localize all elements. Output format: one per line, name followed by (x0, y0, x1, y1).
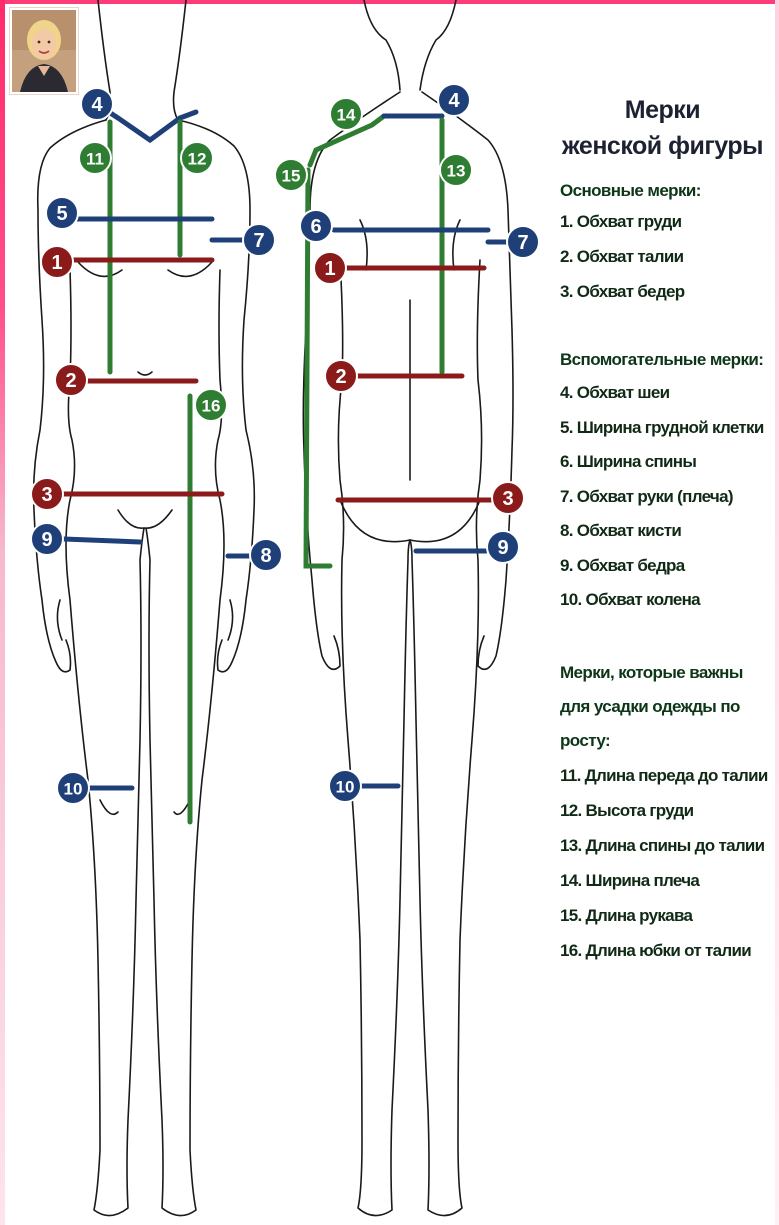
svg-text:10: 10 (64, 780, 83, 799)
legend-item: 13. Длина спины до талии (560, 828, 775, 863)
legend-group-auxiliary: Вспомогательные мерки: 4. Обхват шеи 5. … (560, 344, 775, 618)
front-marker-10: 10 (57, 772, 89, 804)
svg-text:11: 11 (86, 150, 104, 169)
svg-text:7: 7 (253, 230, 264, 252)
front-measure-lines (64, 105, 254, 822)
svg-text:13: 13 (447, 162, 466, 181)
svg-text:15: 15 (282, 167, 301, 186)
legend-item: 4. Обхват шеи (560, 376, 775, 411)
legend-item: 11. Длина переда до талии (560, 758, 775, 793)
back-marker-6: 6 (300, 210, 332, 242)
svg-text:7: 7 (517, 232, 528, 254)
back-figure-outline (303, 0, 513, 1216)
measurements-legend: Мерки женской фигуры Основные мерки: 1. … (560, 92, 775, 968)
legend-item: 16. Длина юбки от талии (560, 933, 775, 968)
svg-text:3: 3 (41, 484, 52, 506)
legend-heading-auxiliary: Вспомогательные мерки: (560, 344, 775, 376)
svg-text:1: 1 (51, 252, 62, 274)
front-marker-12: 12 (181, 142, 213, 174)
legend-title-line-1: Мерки (550, 92, 775, 128)
right-accent-bar (775, 0, 779, 1225)
legend-heading-height: Мерки, которые важны для усадки одежды п… (560, 656, 775, 758)
legend-item: 9. Обхват бедра (560, 549, 775, 584)
legend-group-main: Основные мерки: 1. Обхват груди 2. Обхва… (560, 178, 775, 309)
legend-item: 10. Обхват колена (560, 583, 775, 618)
back-measure-lines (306, 116, 510, 786)
front-figure-outline (34, 0, 255, 1216)
svg-text:2: 2 (335, 366, 346, 388)
svg-text:1: 1 (324, 258, 335, 280)
legend-item: 2. Обхват талии (560, 239, 775, 274)
svg-text:8: 8 (260, 545, 271, 567)
back-marker-3: 3 (492, 482, 524, 514)
front-marker-7: 7 (243, 224, 275, 256)
svg-text:16: 16 (202, 397, 221, 416)
back-markers: 14 4 15 13 6 7 1 2 3 9 10 (275, 84, 539, 802)
legend-title: Мерки женской фигуры (550, 92, 775, 164)
svg-text:10: 10 (336, 778, 355, 797)
front-marker-3: 3 (31, 478, 63, 510)
legend-group-height: Мерки, которые важны для усадки одежды п… (560, 656, 775, 968)
front-marker-9: 9 (31, 523, 63, 555)
back-marker-9: 9 (487, 531, 519, 563)
svg-text:2: 2 (65, 370, 76, 392)
legend-item: 7. Обхват руки (плеча) (560, 480, 775, 515)
svg-text:6: 6 (310, 216, 321, 238)
legend-item: 12. Высота груди (560, 793, 775, 828)
back-marker-13: 13 (440, 154, 472, 186)
front-marker-8: 8 (250, 539, 282, 571)
back-marker-2: 2 (325, 360, 357, 392)
back-marker-7: 7 (507, 226, 539, 258)
legend-item: 8. Обхват кисти (560, 514, 775, 549)
legend-heading-main: Основные мерки: (560, 178, 775, 204)
front-marker-2: 2 (55, 364, 87, 396)
svg-text:9: 9 (41, 529, 52, 551)
back-marker-4: 4 (438, 84, 470, 116)
svg-text:4: 4 (91, 94, 103, 116)
legend-title-line-2: женской фигуры (550, 128, 775, 164)
back-marker-15: 15 (275, 159, 307, 191)
svg-text:12: 12 (188, 150, 207, 169)
front-marker-1: 1 (41, 246, 73, 278)
legend-item: 3. Обхват бедер (560, 274, 775, 309)
legend-item: 14. Ширина плеча (560, 863, 775, 898)
front-marker-4: 4 (81, 88, 113, 120)
legend-item: 1. Обхват груди (560, 204, 775, 239)
svg-text:3: 3 (502, 488, 513, 510)
svg-text:14: 14 (337, 106, 356, 125)
front-marker-5: 5 (46, 197, 78, 229)
front-marker-16: 16 (195, 389, 227, 421)
back-marker-10: 10 (329, 770, 361, 802)
back-marker-14: 14 (330, 98, 362, 130)
legend-item: 15. Длина рукава (560, 898, 775, 933)
svg-text:5: 5 (56, 203, 67, 225)
svg-text:4: 4 (448, 90, 460, 112)
front-markers: 4 11 12 5 7 1 2 16 3 9 8 10 (31, 88, 282, 804)
figure-diagram: 4 11 12 5 7 1 2 16 3 9 8 10 14 4 15 13 6… (0, 0, 560, 1225)
svg-text:9: 9 (497, 537, 508, 559)
back-marker-1: 1 (314, 252, 346, 284)
legend-item: 6. Ширина спины (560, 445, 775, 480)
front-marker-11: 11 (79, 142, 111, 174)
legend-item: 5. Ширина грудной клетки (560, 411, 775, 446)
